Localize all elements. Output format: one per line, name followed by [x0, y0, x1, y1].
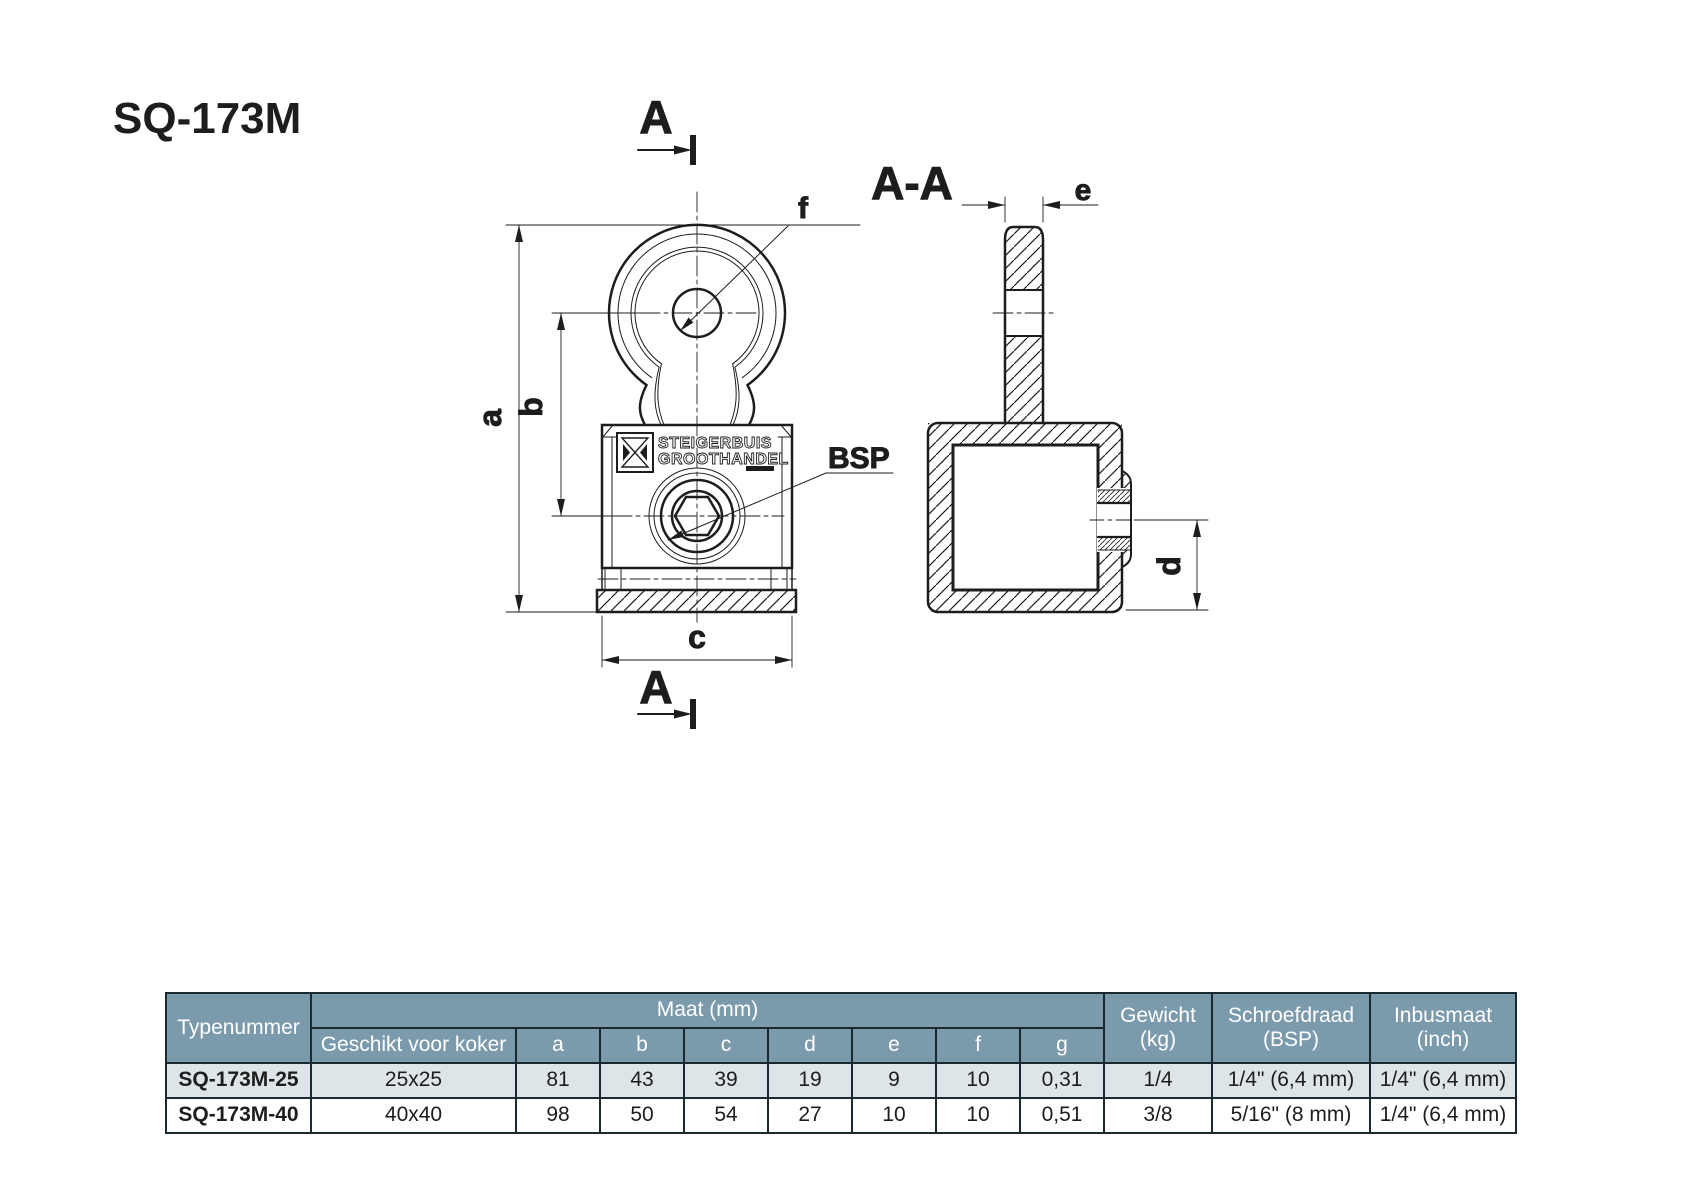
- front-view: STEIGERBUIS GROOTHANDEL a: [472, 91, 894, 729]
- dim-label-d: d: [1151, 556, 1187, 576]
- cell-koker: 40x40: [310, 1097, 517, 1134]
- hex-socket: [673, 495, 721, 537]
- cell-schroefdraad: 5/16" (8 mm): [1211, 1097, 1371, 1134]
- logo-text-line1: STEIGERBUIS: [658, 435, 772, 452]
- logo-text-line2: GROOTHANDEL: [658, 451, 789, 468]
- square-tube-opening: [951, 443, 1100, 592]
- cell-a: 98: [515, 1097, 601, 1134]
- col-header-dim-b: b: [599, 1027, 685, 1064]
- dim-label-a: a: [472, 409, 508, 427]
- cell-gewicht: 1/4: [1103, 1062, 1213, 1099]
- centerlines: [597, 191, 797, 623]
- dimension-e: e: [961, 174, 1099, 223]
- col-header-inbusmaat-line2: (inch): [1416, 1028, 1470, 1051]
- cell-g: 0,51: [1019, 1097, 1105, 1134]
- hole-callout-f: f: [679, 192, 810, 332]
- set-screw: [648, 467, 746, 565]
- base-strip-hatched: [595, 588, 798, 614]
- dim-label-c: c: [688, 619, 706, 655]
- cell-c: 54: [683, 1097, 769, 1134]
- col-header-typenummer: Typenummer: [165, 992, 312, 1064]
- threaded-boss: [1089, 470, 1136, 568]
- dim-label-b: b: [513, 397, 549, 417]
- thread-callout-bsp: BSP: [667, 442, 894, 541]
- col-header-schroefdraad: Schroefdraad(BSP): [1211, 992, 1371, 1064]
- col-header-dim-a: a: [515, 1027, 601, 1064]
- section-marker-top: A: [637, 91, 696, 165]
- cell-f: 10: [935, 1097, 1021, 1134]
- col-header-inbusmaat: Inbusmaat(inch): [1369, 992, 1517, 1064]
- cell-d: 19: [767, 1062, 853, 1099]
- dimension-d: d: [1125, 519, 1209, 611]
- cell-schroefdraad: 1/4" (6,4 mm): [1211, 1062, 1371, 1099]
- col-header-gewicht-line1: Gewicht: [1120, 1003, 1196, 1027]
- table-row: SQ-173M-25 25x25 81 43 39 19 9 10 0,31 1…: [165, 1062, 1517, 1099]
- logo-mark-icon: [616, 432, 654, 473]
- col-header-gewicht-line2: (kg): [1139, 1028, 1177, 1051]
- col-header-dim-d: d: [767, 1027, 853, 1064]
- hole-f: [671, 287, 723, 339]
- cell-koker: 25x25: [310, 1062, 517, 1099]
- cell-inbusmaat: 1/4" (6,4 mm): [1369, 1097, 1517, 1134]
- section-letter-top: A: [639, 91, 672, 143]
- col-header-dim-f: f: [935, 1027, 1021, 1064]
- col-header-dim-e: e: [851, 1027, 937, 1064]
- cell-g: 0,31: [1019, 1062, 1105, 1099]
- thread-label-bsp: BSP: [828, 442, 890, 475]
- col-header-maat: Maat (mm): [310, 992, 1105, 1029]
- brand-logo: STEIGERBUIS GROOTHANDEL: [616, 432, 789, 473]
- logo-tagline-bar: [746, 466, 774, 471]
- section-view-title: A-A: [871, 157, 953, 209]
- dimension-c: c: [601, 615, 793, 668]
- cell-e: 10: [851, 1097, 937, 1134]
- col-header-dim-c: c: [683, 1027, 769, 1064]
- section-view: A-A e: [871, 157, 1209, 614]
- col-header-schroefdraad-line2: (BSP): [1262, 1028, 1319, 1051]
- section-tab: [992, 225, 1056, 425]
- page-title: SQ-173M: [113, 94, 302, 143]
- dimension-a: a: [472, 224, 861, 613]
- col-header-schroefdraad-line1: Schroefdraad: [1227, 1003, 1355, 1027]
- col-header-inbusmaat-line1: Inbusmaat: [1393, 1003, 1493, 1027]
- body-outline: [595, 423, 798, 614]
- dimension-b: b: [513, 312, 643, 517]
- spec-table: Typenummer Maat (mm) Gewicht(kg) Schroef…: [165, 992, 1517, 1134]
- cell-b: 50: [599, 1097, 685, 1134]
- cell-d: 27: [767, 1097, 853, 1134]
- col-header-geschikt: Geschikt voor koker: [310, 1027, 517, 1064]
- table-row: SQ-173M-40 40x40 98 50 54 27 10 10 0,51 …: [165, 1097, 1517, 1134]
- cell-c: 39: [683, 1062, 769, 1099]
- col-header-gewicht: Gewicht(kg): [1103, 992, 1213, 1064]
- cell-b: 43: [599, 1062, 685, 1099]
- cell-inbusmaat: 1/4" (6,4 mm): [1369, 1062, 1517, 1099]
- cell-type: SQ-173M-40: [165, 1097, 312, 1134]
- dim-label-e: e: [1075, 174, 1092, 207]
- col-header-dim-g: g: [1019, 1027, 1105, 1064]
- cell-f: 10: [935, 1062, 1021, 1099]
- section-marker-bottom: A: [637, 661, 696, 729]
- cell-a: 81: [515, 1062, 601, 1099]
- hole-label-f: f: [798, 192, 809, 225]
- socket-body: [926, 421, 1136, 614]
- cell-gewicht: 3/8: [1103, 1097, 1213, 1134]
- cell-type: SQ-173M-25: [165, 1062, 312, 1099]
- section-letter-bottom: A: [639, 661, 672, 713]
- drawing-canvas: STEIGERBUIS GROOTHANDEL a: [472, 91, 1209, 729]
- cell-e: 9: [851, 1062, 937, 1099]
